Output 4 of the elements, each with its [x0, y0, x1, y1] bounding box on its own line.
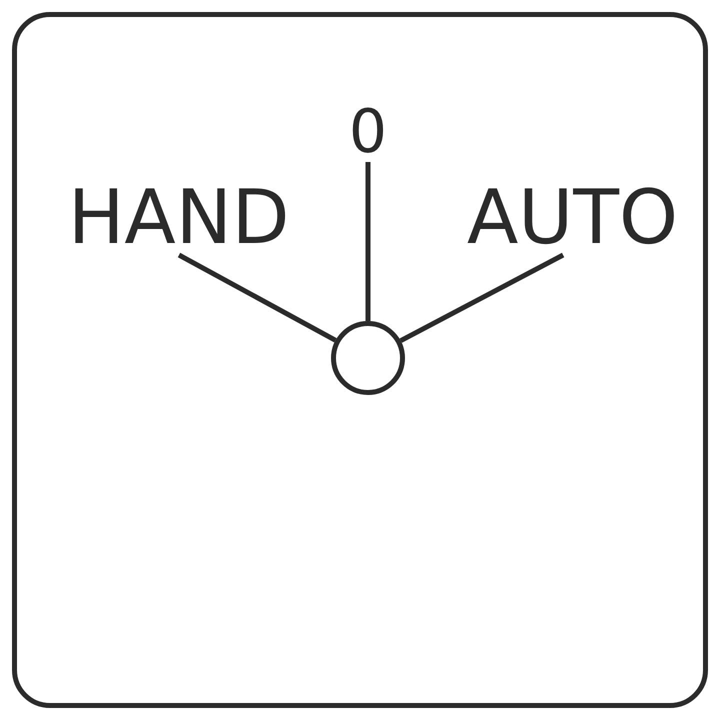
switch-plate	[12, 12, 708, 708]
position-label: 0	[348, 102, 388, 162]
position-label: HAND	[68, 180, 290, 255]
position-label: AUTO	[467, 180, 678, 255]
